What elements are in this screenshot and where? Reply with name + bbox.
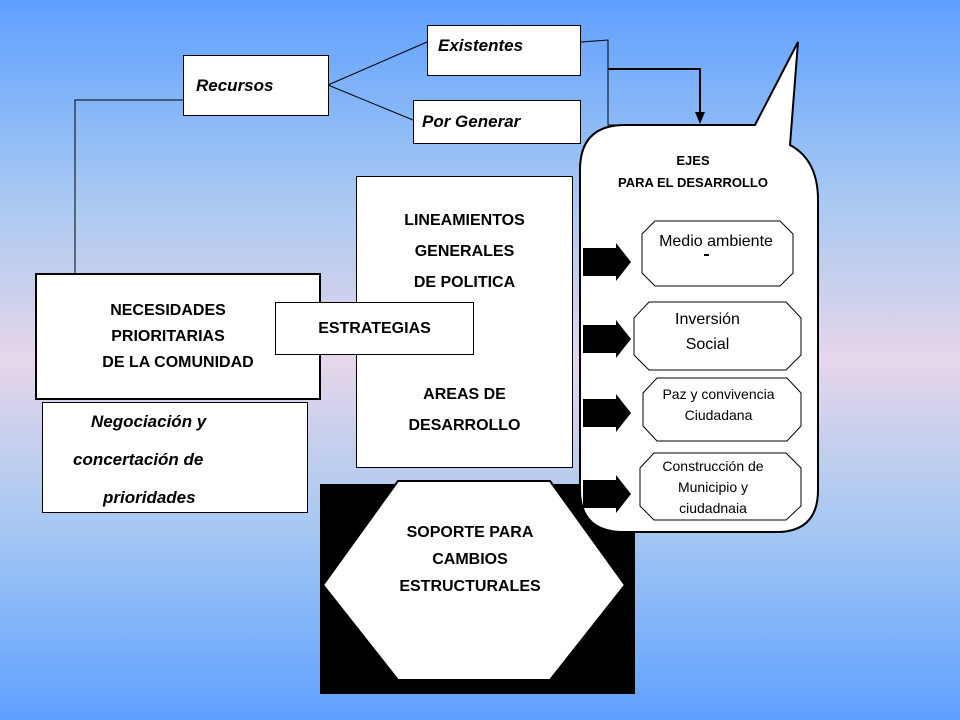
eje-item-3-line-2: Ciudadana (684, 407, 753, 423)
negociacion-line-1: Negociación y (91, 412, 207, 431)
existentes-label: Existentes (438, 36, 524, 55)
recursos-box: Recursos (183, 55, 329, 116)
eje-item-1-label: Medio ambiente (659, 233, 773, 250)
ejes-title-line-2: PARA EL DESARROLLO (618, 175, 768, 190)
lineamientos-line-3: DE POLITICA (413, 274, 516, 291)
negociacion-line-3: prioridades (103, 488, 196, 507)
soporte-line-2: CAMBIOS (432, 550, 508, 568)
eje-item-2-line-1: Inversión (675, 311, 740, 328)
recursos-label: Recursos (196, 75, 274, 95)
lineamientos-line-1: LINEAMIENTOS (404, 212, 525, 229)
eje-item-1-mark (704, 254, 709, 256)
eje-octagon-4 (639, 452, 802, 521)
eje-octagon-2 (633, 301, 802, 371)
negociacion-line-2: concertación de (73, 450, 204, 469)
areas-text: AREAS DE DESARROLLO (409, 379, 521, 441)
arrowhead-down (695, 112, 705, 124)
eje-item-4-line-1: Construcción de (662, 458, 764, 474)
necesidades-box: NECESIDADES PRIORITARIAS DE LA COMUNIDAD (35, 273, 321, 400)
block-arrow-3 (583, 394, 631, 432)
connector-recursos-existentes (327, 41, 428, 86)
eje-octagon-3 (642, 377, 802, 442)
eje-item-paz-convivencia: Paz y convivencia Ciudadana (636, 382, 801, 428)
existentes-box: Existentes (427, 25, 581, 76)
connector-recursos-por-generar (327, 84, 414, 121)
eje-item-4-line-2: Municipio y (677, 479, 749, 495)
soporte-line-3: ESTRUCTURALES (399, 577, 541, 595)
block-arrow-2 (583, 320, 631, 358)
estrategias-box: ESTRATEGIAS (275, 302, 474, 355)
eje-item-2-line-2: Social (685, 336, 730, 353)
por-generar-label: Por Generar (422, 112, 521, 131)
necesidades-line-2: PRIORITARIAS (111, 327, 225, 345)
eje-item-inversion-social: Inversión Social (634, 306, 801, 358)
estrategias-label: ESTRATEGIAS (318, 319, 431, 337)
eje-item-construccion-municipio: Construcción de Municipio y ciudadnaia (628, 456, 798, 522)
areas-line-2: DESARROLLO (408, 417, 521, 434)
ejes-title: EJES PARA EL DESARROLLO (580, 150, 806, 194)
eje-octagon-1 (641, 220, 794, 287)
lineamientos-line-2: GENERALES (414, 243, 515, 260)
eje-item-medio-ambiente: Medio ambiente (636, 228, 796, 256)
block-arrow-1 (583, 243, 631, 281)
lineamientos-text: LINEAMIENTOS GENERALES DE POLITICA (404, 205, 525, 298)
por-generar-box: Por Generar (413, 100, 581, 144)
soporte-hexagon (321, 480, 627, 681)
block-arrow-4 (583, 475, 631, 513)
eje-item-3-line-1: Paz y convivencia (662, 386, 775, 402)
connector-existentes-ejes (580, 39, 620, 126)
soporte-text: SOPORTE PARA CAMBIOS ESTRUCTURALES (340, 514, 600, 604)
soporte-line-1: SOPORTE PARA (406, 523, 534, 541)
necesidades-line-3: DE LA COMUNIDAD (102, 353, 254, 371)
negociacion-box: Negociación y concertación de prioridade… (42, 402, 308, 513)
connector-to-ejes-arrow (608, 68, 701, 112)
connector-necesidades-recursos (74, 99, 185, 275)
ejes-title-line-1: EJES (676, 153, 710, 168)
eje-item-4-line-3: ciudadnaia (679, 500, 747, 516)
areas-line-1: AREAS DE (423, 386, 506, 403)
necesidades-line-1: NECESIDADES (110, 301, 226, 319)
